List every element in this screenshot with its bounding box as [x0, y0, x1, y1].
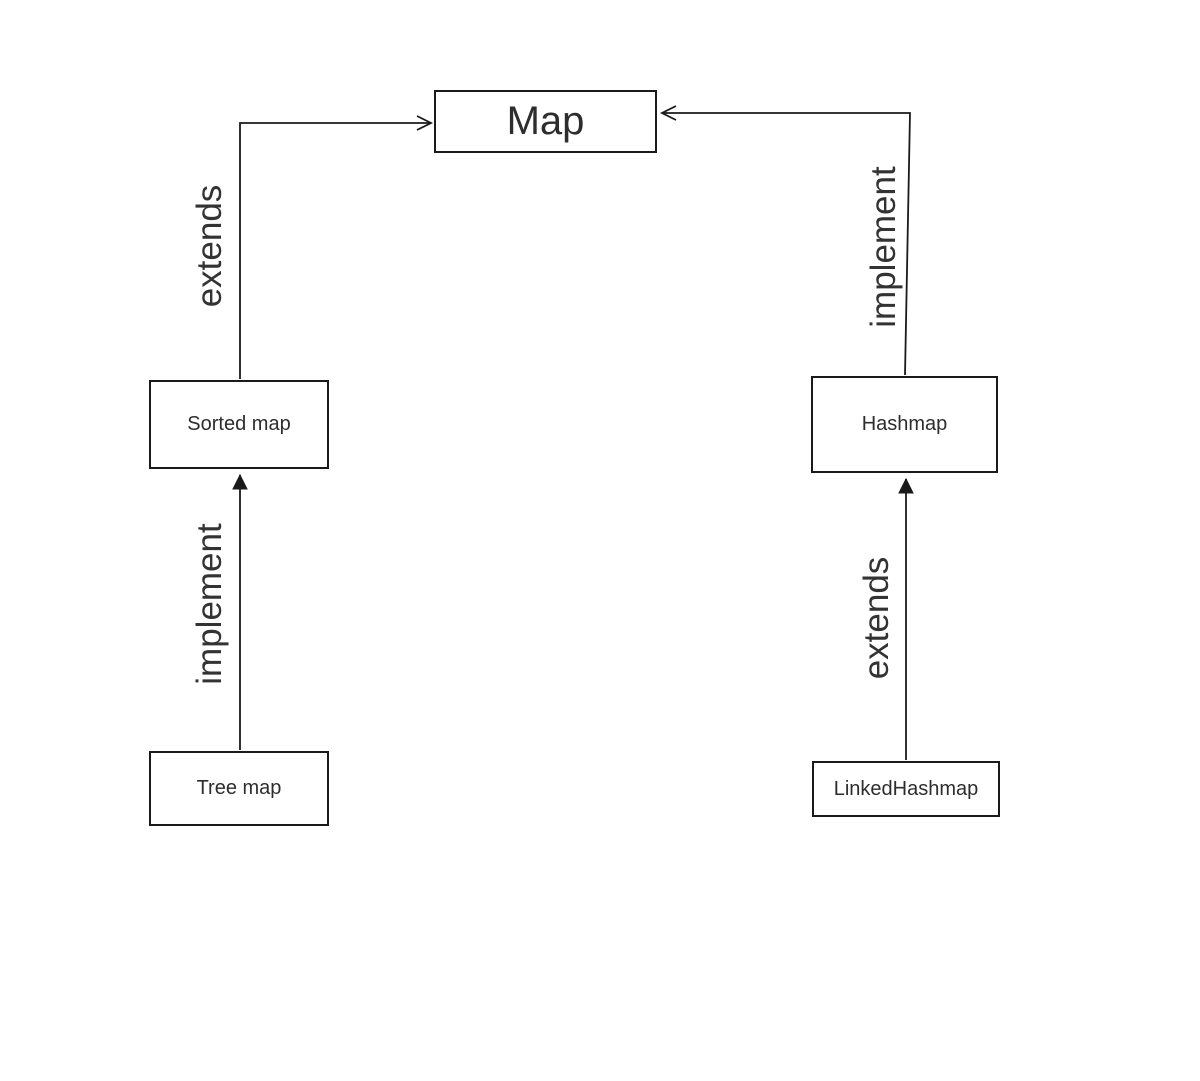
- node-tree-map: Tree map: [149, 751, 329, 826]
- node-hashmap-label: Hashmap: [861, 413, 948, 435]
- edge-label-extends-left: extends: [190, 184, 229, 308]
- edge-label-implement-left: implement: [190, 523, 229, 685]
- node-map-label: Map: [506, 99, 585, 143]
- edge-hashmap-to-map: [659, 105, 911, 376]
- node-tree-map-label: Tree map: [196, 777, 282, 799]
- node-sorted-map: Sorted map: [149, 380, 329, 469]
- edge-label-implement-right: implement: [864, 166, 903, 328]
- edge-sorted-map-to-map: [239, 115, 434, 379]
- node-linked-hashmap: LinkedHashmap: [812, 761, 1000, 817]
- node-map: Map: [434, 90, 657, 153]
- edge-label-extends-right: extends: [857, 556, 896, 680]
- node-sorted-map-label: Sorted map: [187, 413, 291, 435]
- node-linked-hashmap-label: LinkedHashmap: [833, 777, 979, 800]
- node-hashmap: Hashmap: [811, 376, 998, 473]
